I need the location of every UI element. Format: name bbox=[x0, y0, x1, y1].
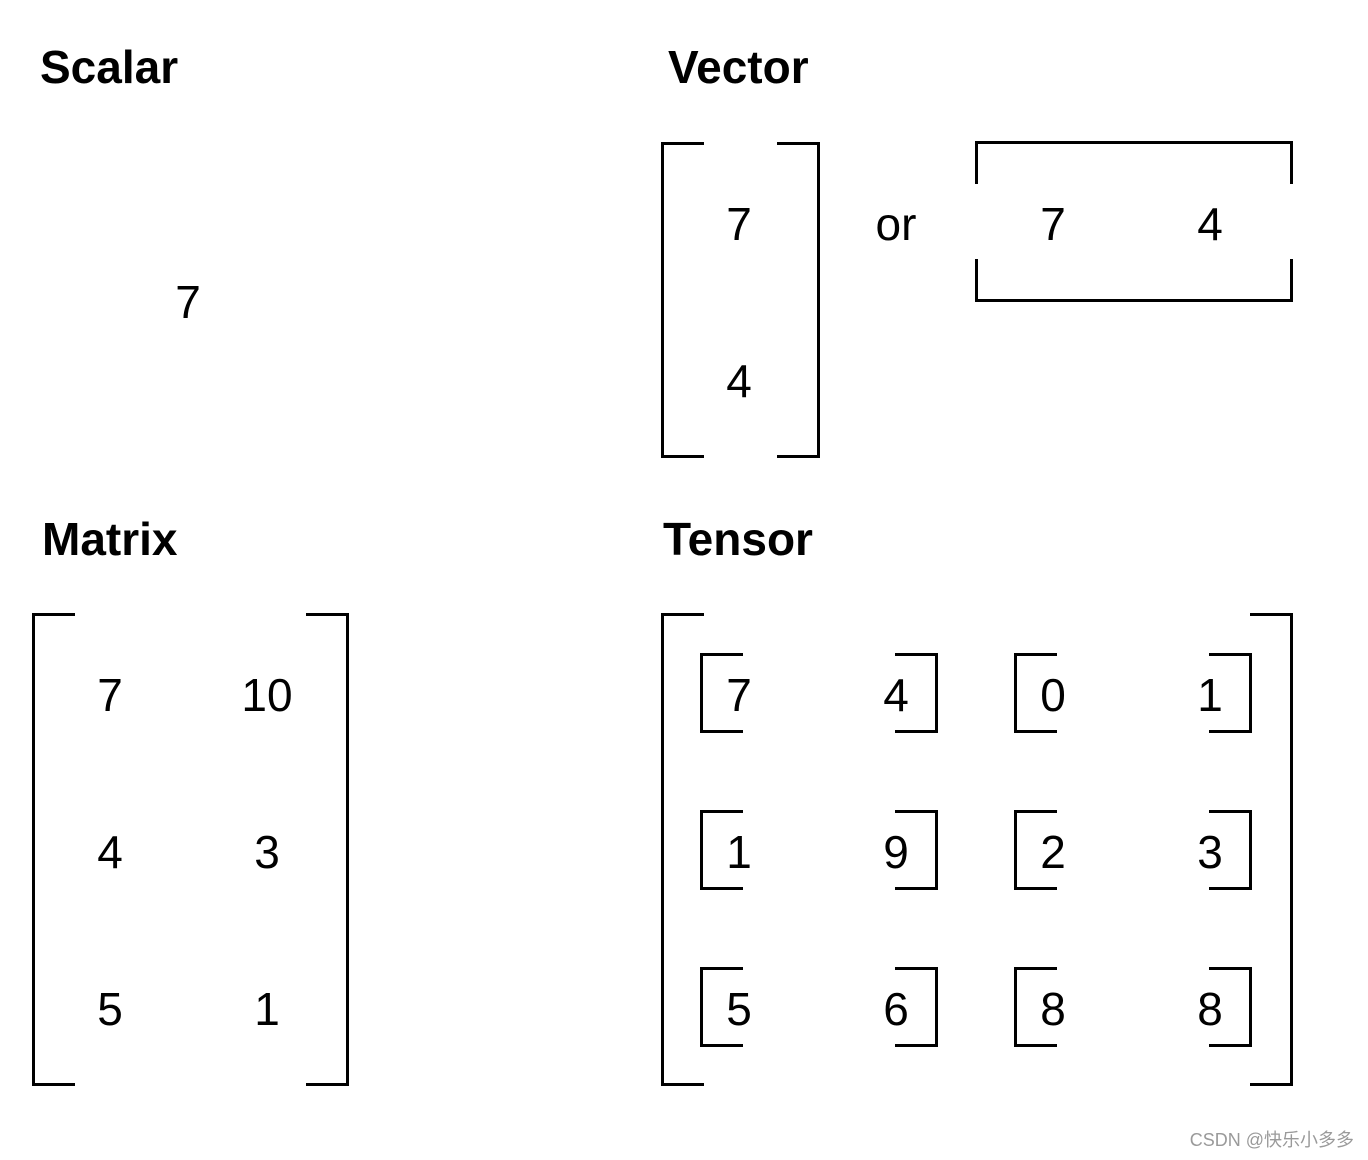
matrix-cell: 3 bbox=[254, 826, 280, 878]
tensor-inner-left-bracket bbox=[700, 653, 743, 733]
tensor-cell: 5 bbox=[726, 983, 752, 1035]
tensor-inner-left-bracket bbox=[1014, 810, 1057, 890]
vector-column-left-bracket bbox=[661, 142, 721, 458]
matrix-title: Matrix bbox=[42, 513, 178, 565]
tensor-inner-left-bracket bbox=[700, 967, 743, 1047]
vector-column-cell: 4 bbox=[726, 355, 752, 407]
tensor-cell: 7 bbox=[726, 669, 752, 721]
tensor-inner-right-bracket bbox=[1209, 653, 1252, 733]
tensor-inner-left-bracket bbox=[700, 810, 743, 890]
matrix-cell: 5 bbox=[97, 983, 123, 1035]
tensor-outer-left-bracket bbox=[661, 613, 721, 1086]
tensor-cell: 9 bbox=[883, 826, 909, 878]
matrix-cell: 1 bbox=[254, 983, 280, 1035]
vector-column-cell: 7 bbox=[726, 198, 752, 250]
watermark-text: CSDN @快乐小多多 bbox=[1189, 1130, 1354, 1150]
tensor-inner-right-bracket bbox=[1209, 967, 1252, 1047]
tensor-title: Tensor bbox=[663, 513, 813, 565]
tensor-inner-left-bracket bbox=[1014, 967, 1057, 1047]
matrix-right-bracket bbox=[289, 613, 349, 1086]
tensor-cell: 2 bbox=[1040, 826, 1066, 878]
tensor-cell: 8 bbox=[1197, 983, 1223, 1035]
vector-row-cell: 4 bbox=[1197, 198, 1223, 250]
tensor-inner-right-bracket bbox=[1209, 810, 1252, 890]
matrix-cell: 7 bbox=[97, 669, 123, 721]
vector-title: Vector bbox=[668, 41, 809, 93]
matrix-cell: 10 bbox=[241, 669, 293, 721]
vector-or-label: or bbox=[875, 198, 917, 250]
tensor-cell: 1 bbox=[1197, 669, 1223, 721]
matrix-left-bracket bbox=[32, 613, 92, 1086]
vector-column-right-bracket bbox=[760, 142, 820, 458]
tensor-inner-right-bracket bbox=[895, 967, 938, 1047]
tensor-cell: 1 bbox=[726, 826, 752, 878]
tensor-cell: 4 bbox=[883, 669, 909, 721]
tensor-cell: 0 bbox=[1040, 669, 1066, 721]
vector-row-cell: 7 bbox=[1040, 198, 1066, 250]
tensor-outer-right-bracket bbox=[1233, 613, 1293, 1086]
tensor-cell: 6 bbox=[883, 983, 909, 1035]
tensor-inner-right-bracket bbox=[895, 810, 938, 890]
tensor-cell: 3 bbox=[1197, 826, 1223, 878]
scalar-title: Scalar bbox=[40, 41, 179, 93]
matrix-cell: 4 bbox=[97, 826, 123, 878]
tensor-inner-right-bracket bbox=[895, 653, 938, 733]
tensor-cell: 8 bbox=[1040, 983, 1066, 1035]
scalar-value: 7 bbox=[175, 276, 201, 328]
vector-row-bottom-bracket bbox=[975, 259, 1293, 302]
tensor-inner-left-bracket bbox=[1014, 653, 1057, 733]
vector-row-top-bracket bbox=[975, 141, 1293, 184]
